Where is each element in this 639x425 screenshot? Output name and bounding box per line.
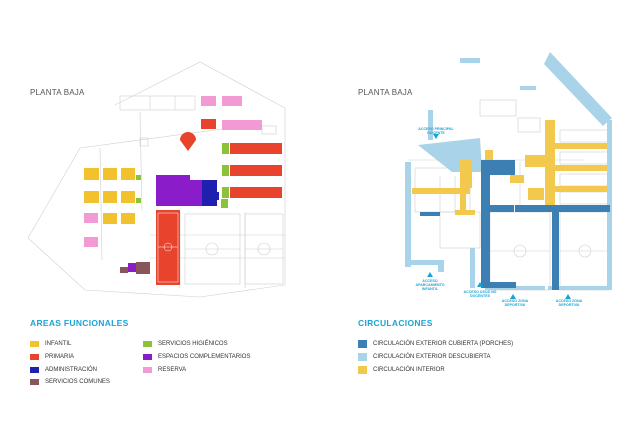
legend-item-administracion: ADMINISTRACIÓN xyxy=(30,365,97,374)
access-label-sports-2: ACCESO ZONA DEPORTIVA xyxy=(555,299,583,308)
legend-swatch xyxy=(30,378,39,385)
functional-areas-floor-plan xyxy=(27,61,286,298)
plan-title: PLANTA BAJA xyxy=(358,88,413,97)
legend-label: SERVICIOS HIGIÉNICOS xyxy=(158,340,228,347)
legend-swatch xyxy=(358,339,367,348)
legend-label: ADMINISTRACIÓN xyxy=(45,366,98,373)
legend-item-uncovered-exterior: CIRCULACIÓN EXTERIOR DESCUBIERTA xyxy=(358,352,490,361)
access-label-sports-1: ACCESO ZONA DEPORTIVA xyxy=(501,299,529,308)
circulation-floor-plan xyxy=(405,52,612,299)
access-label-main: ACCESO PRINCIPAL DOCENTE xyxy=(418,127,454,136)
legend-swatch xyxy=(358,352,367,361)
access-label-non-teaching: ACCESO USOS NO DOCENTES xyxy=(463,290,497,299)
functional-areas-panel: PLANTA BAJA xyxy=(0,0,319,425)
legend-item-espacios-complementarios: ESPACIOS COMPLEMENTARIOS xyxy=(143,352,250,361)
legend-swatch xyxy=(358,365,367,374)
legend-item-reserva: RESERVA xyxy=(143,365,186,374)
legend-label: CIRCULACIÓN EXTERIOR CUBIERTA (PORCHES) xyxy=(373,340,514,347)
legend-item-interior: CIRCULACIÓN INTERIOR xyxy=(358,365,445,374)
legend-label: ESPACIOS COMPLEMENTARIOS xyxy=(158,353,251,360)
legend-swatch xyxy=(30,340,39,347)
legend-label: CIRCULACIÓN EXTERIOR DESCUBIERTA xyxy=(373,353,491,360)
plan-title: PLANTA BAJA xyxy=(30,88,85,97)
access-label-parking: ACCESO APARCAMIENTO INFANTIL xyxy=(415,279,445,292)
legend-item-servicios-higienicos: SERVICIOS HIGIÉNICOS xyxy=(143,339,228,348)
legend-swatch xyxy=(30,366,39,373)
legend-item-infantil: INFANTIL xyxy=(30,339,71,348)
legend-swatch xyxy=(143,340,152,347)
legend-swatch xyxy=(143,353,152,360)
legend-item-servicios-comunes: SERVICIOS COMUNES xyxy=(30,377,110,386)
legend-swatch xyxy=(143,366,152,373)
legend-label: PRIMARIA xyxy=(45,353,75,360)
legend-title: CIRCULACIONES xyxy=(358,318,433,328)
legend-label: RESERVA xyxy=(158,366,187,373)
legend-item-primaria: PRIMARIA xyxy=(30,352,74,361)
legend-title: AREAS FUNCIONALES xyxy=(30,318,129,328)
legend-label: CIRCULACIÓN INTERIOR xyxy=(373,366,445,373)
legend-swatch xyxy=(30,353,39,360)
legend-label: INFANTIL xyxy=(45,340,72,347)
legend-label: SERVICIOS COMUNES xyxy=(45,378,110,385)
circulation-panel: PLANTA BAJA xyxy=(320,0,639,425)
legend-item-covered-exterior: CIRCULACIÓN EXTERIOR CUBIERTA (PORCHES) xyxy=(358,339,513,348)
